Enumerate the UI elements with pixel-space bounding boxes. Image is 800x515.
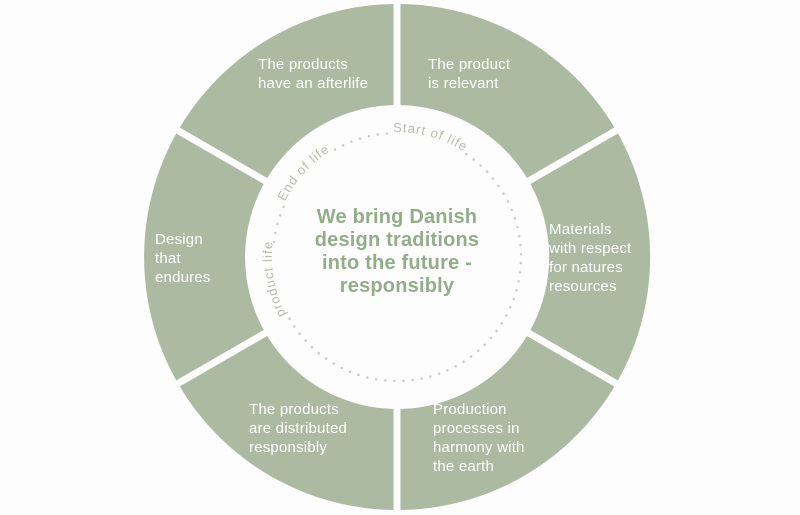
segment-divider	[521, 123, 624, 188]
center-statement: We bring Danish design traditions into t…	[314, 206, 480, 297]
segment-dividers	[170, 0, 624, 515]
segment-divider	[170, 326, 273, 391]
segment-divider	[170, 123, 273, 188]
segment-divider	[521, 326, 624, 391]
lifecycle-label-start-of-life: Start of life	[393, 120, 471, 154]
segment-label-design-endures: Design that endures	[155, 231, 211, 286]
segment-label-materials-respect: Materials with respect for natures resou…	[549, 221, 632, 295]
dotted-arc	[333, 131, 394, 151]
segment-label-products-afterlife: The products have an afterlife	[258, 56, 369, 92]
segment-label-products-distributed: The products are distributed responsibly	[249, 401, 348, 456]
lifecycle-dotted-circle	[272, 131, 523, 383]
segment-label-product-relevant: The product is relevant	[428, 56, 511, 92]
dotted-arc	[286, 153, 523, 383]
dotted-arc	[272, 203, 286, 244]
lifecycle-ring	[144, 4, 651, 511]
segment-label-production-harmony: Production processes in harmony with the…	[433, 401, 525, 475]
